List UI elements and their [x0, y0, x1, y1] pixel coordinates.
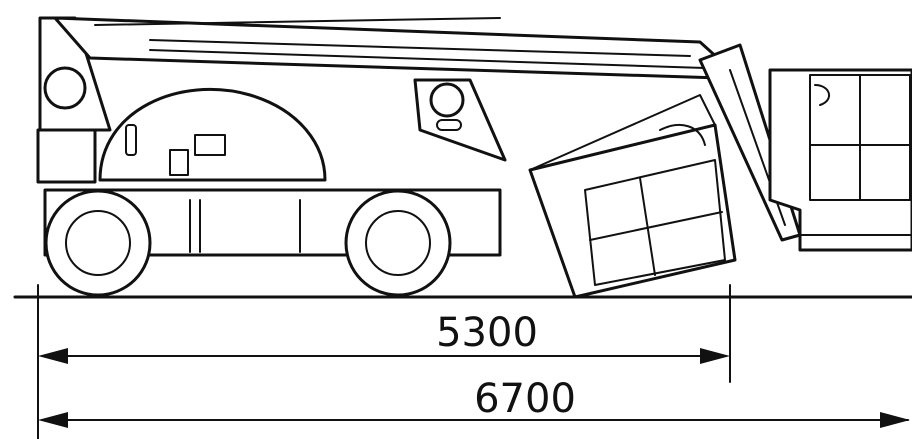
turntable [36, 128, 97, 184]
dimension-label-5300: 5300 [436, 310, 538, 356]
dimension-label-6700: 6700 [474, 376, 576, 422]
platform-raised [768, 68, 912, 252]
cylinder-pivot [429, 82, 465, 118]
riser-pivot [43, 66, 87, 110]
dimension-overall-length: 6700 [38, 376, 910, 428]
platform-stowed [528, 94, 737, 299]
articulating-boom-lift [36, 16, 912, 299]
dimension-stowed-length: 5300 [38, 310, 730, 364]
front-wheel [44, 189, 152, 297]
rear-wheel [344, 189, 452, 297]
